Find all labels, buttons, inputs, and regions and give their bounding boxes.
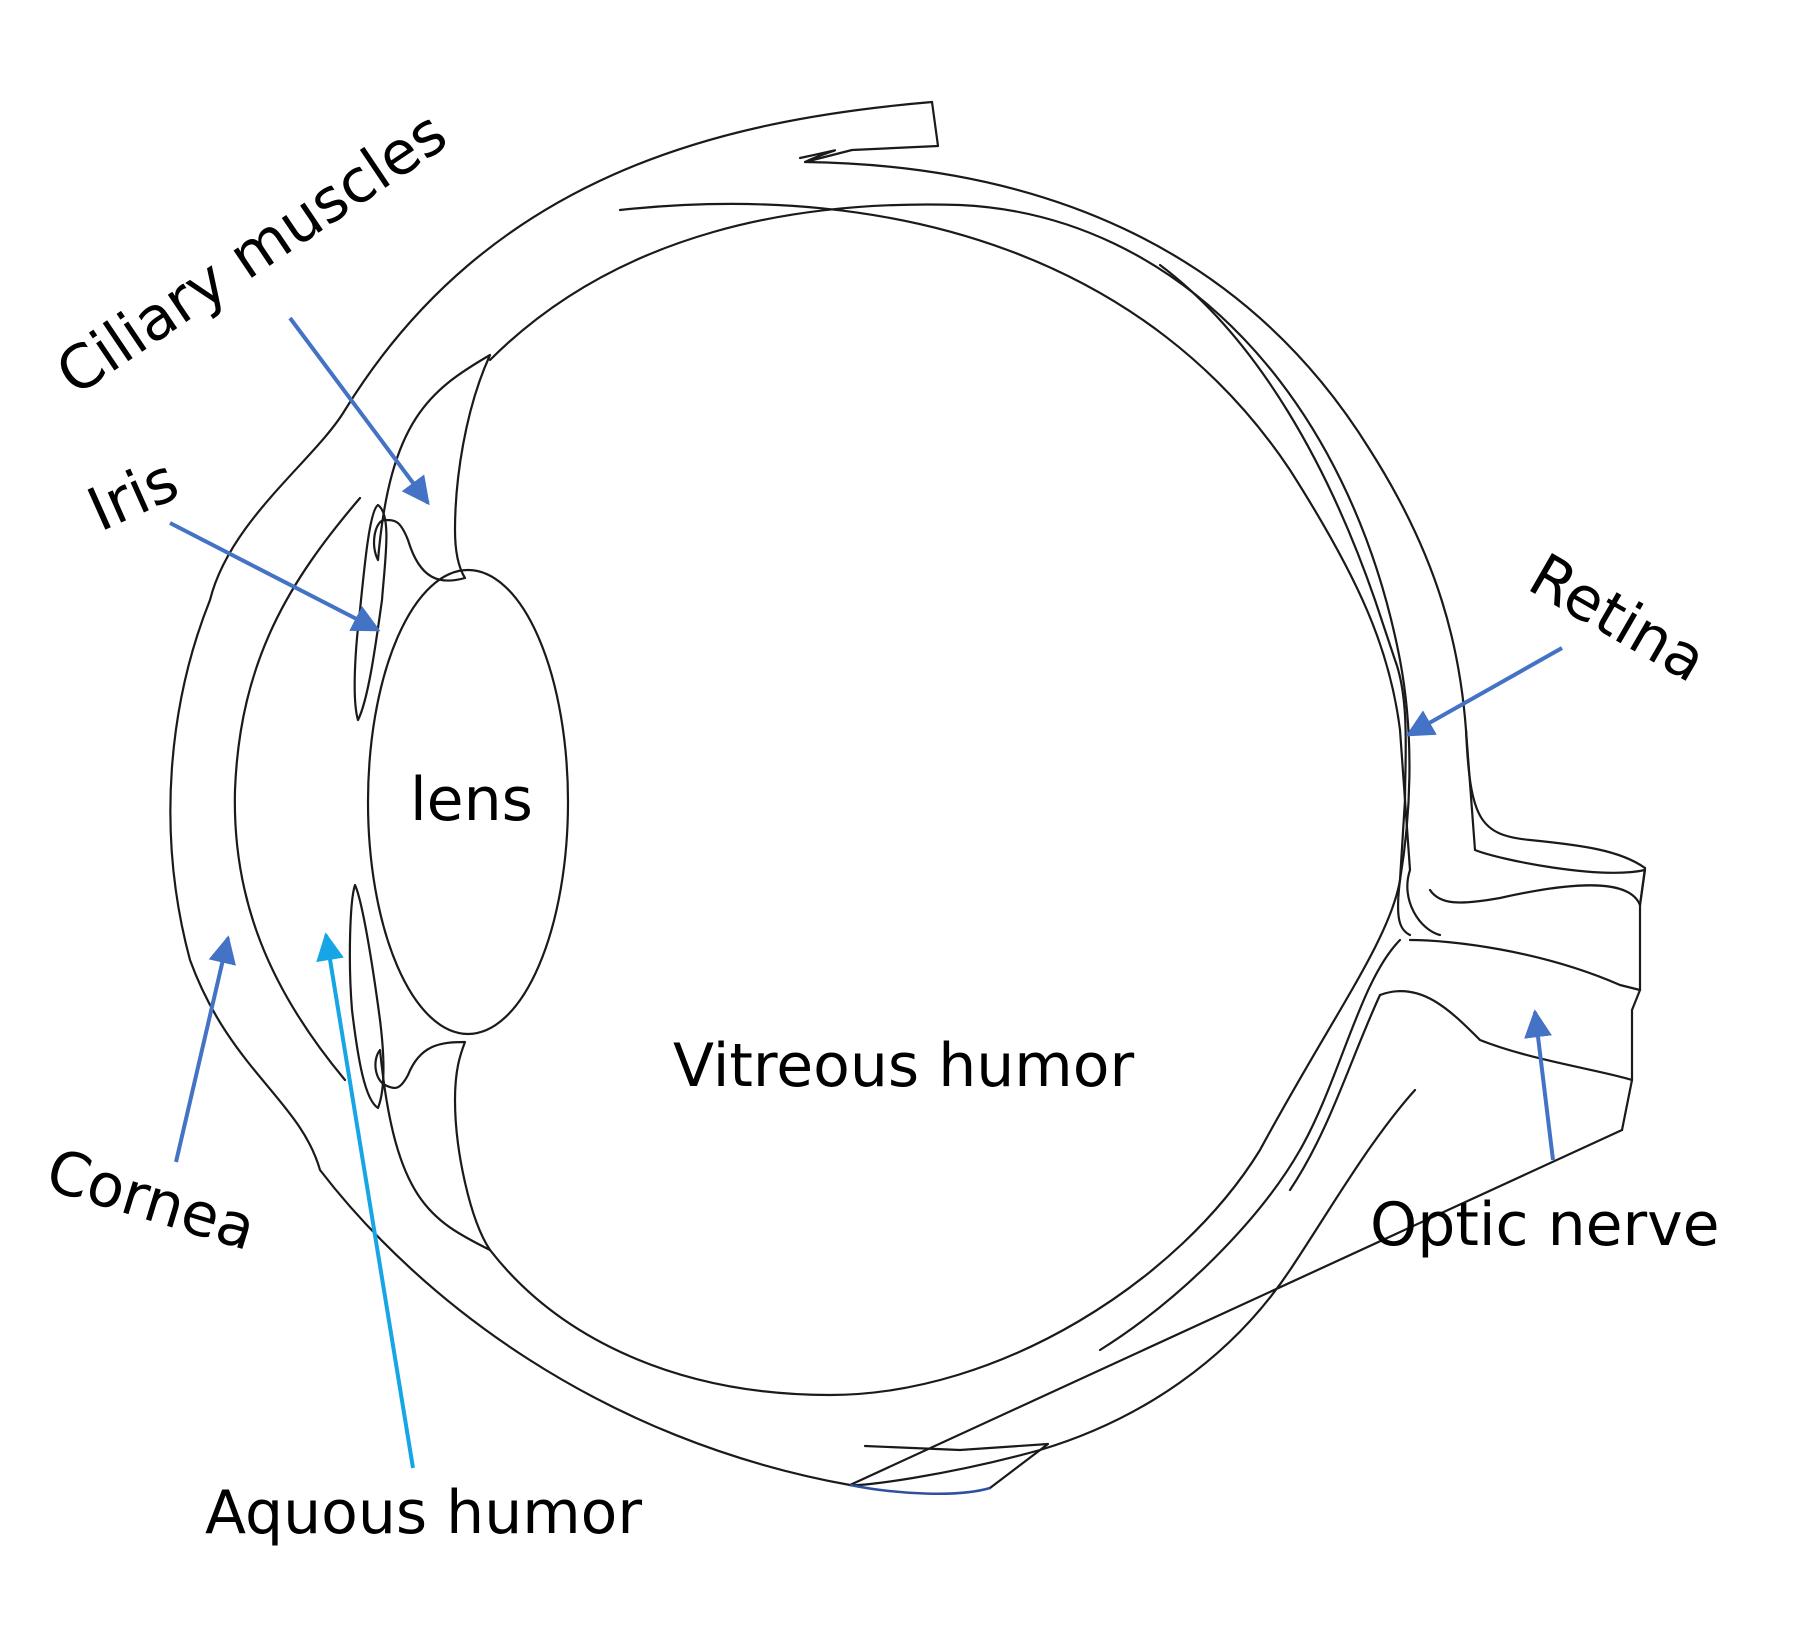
sclera-top-cut [798,100,940,164]
iris-label: Iris [78,445,189,546]
lens-label: lens [410,765,533,835]
cornea-label: Cornea [39,1135,264,1264]
vitreous-chamber-outline [488,203,1411,1397]
sclera-bottom-edge [849,1483,991,1495]
optic-nerve-bottom [848,938,1624,1487]
ciliary-body-lower [374,1040,492,1252]
optic-nerve-middle [1378,938,1642,1082]
ciliary-muscles-label: Ciliary muscles [44,98,459,410]
sclera-outer-back [803,160,1647,907]
retina-outline [1158,263,1412,937]
iris-upper [353,503,388,722]
iris-arrow [169,521,381,632]
optic-nerve-arrow [1524,1009,1555,1161]
ciliary-body-upper [372,353,492,582]
sclera-bottom-cut [863,1442,1050,1490]
retina-arrow [1405,646,1563,737]
ciliary-muscles-arrow [288,316,430,506]
vitreous-humor-label: Vitreous humor [673,1031,1134,1101]
cornea-arrow [174,935,236,1163]
cornea-outline [233,496,362,1082]
lens-outline [366,568,570,1036]
optic-nerve-right-edge [1620,866,1647,1132]
retina-label: Retina [1518,540,1718,696]
iris-lower [348,883,385,1110]
sclera-outer-outline [169,100,934,1487]
optic-nerve-top [1428,728,1647,907]
aquous-humor-label: Aquous humor [205,1478,642,1548]
aquous-humor-arrow [316,932,415,1469]
optic-nerve-label: Optic nerve [1370,1190,1720,1260]
choroid-outline [618,202,1442,937]
